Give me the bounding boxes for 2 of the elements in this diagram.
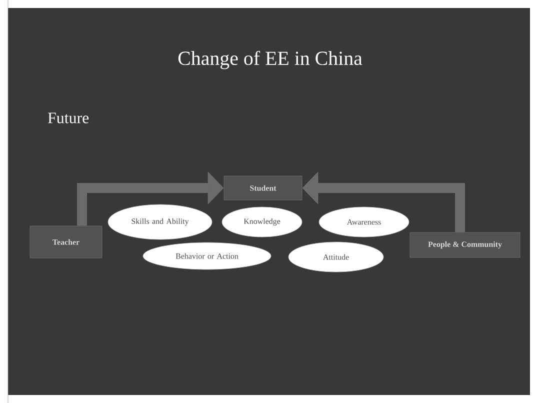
section-heading: Future (48, 112, 89, 124)
slide-title: Change of EE in China (178, 50, 362, 70)
